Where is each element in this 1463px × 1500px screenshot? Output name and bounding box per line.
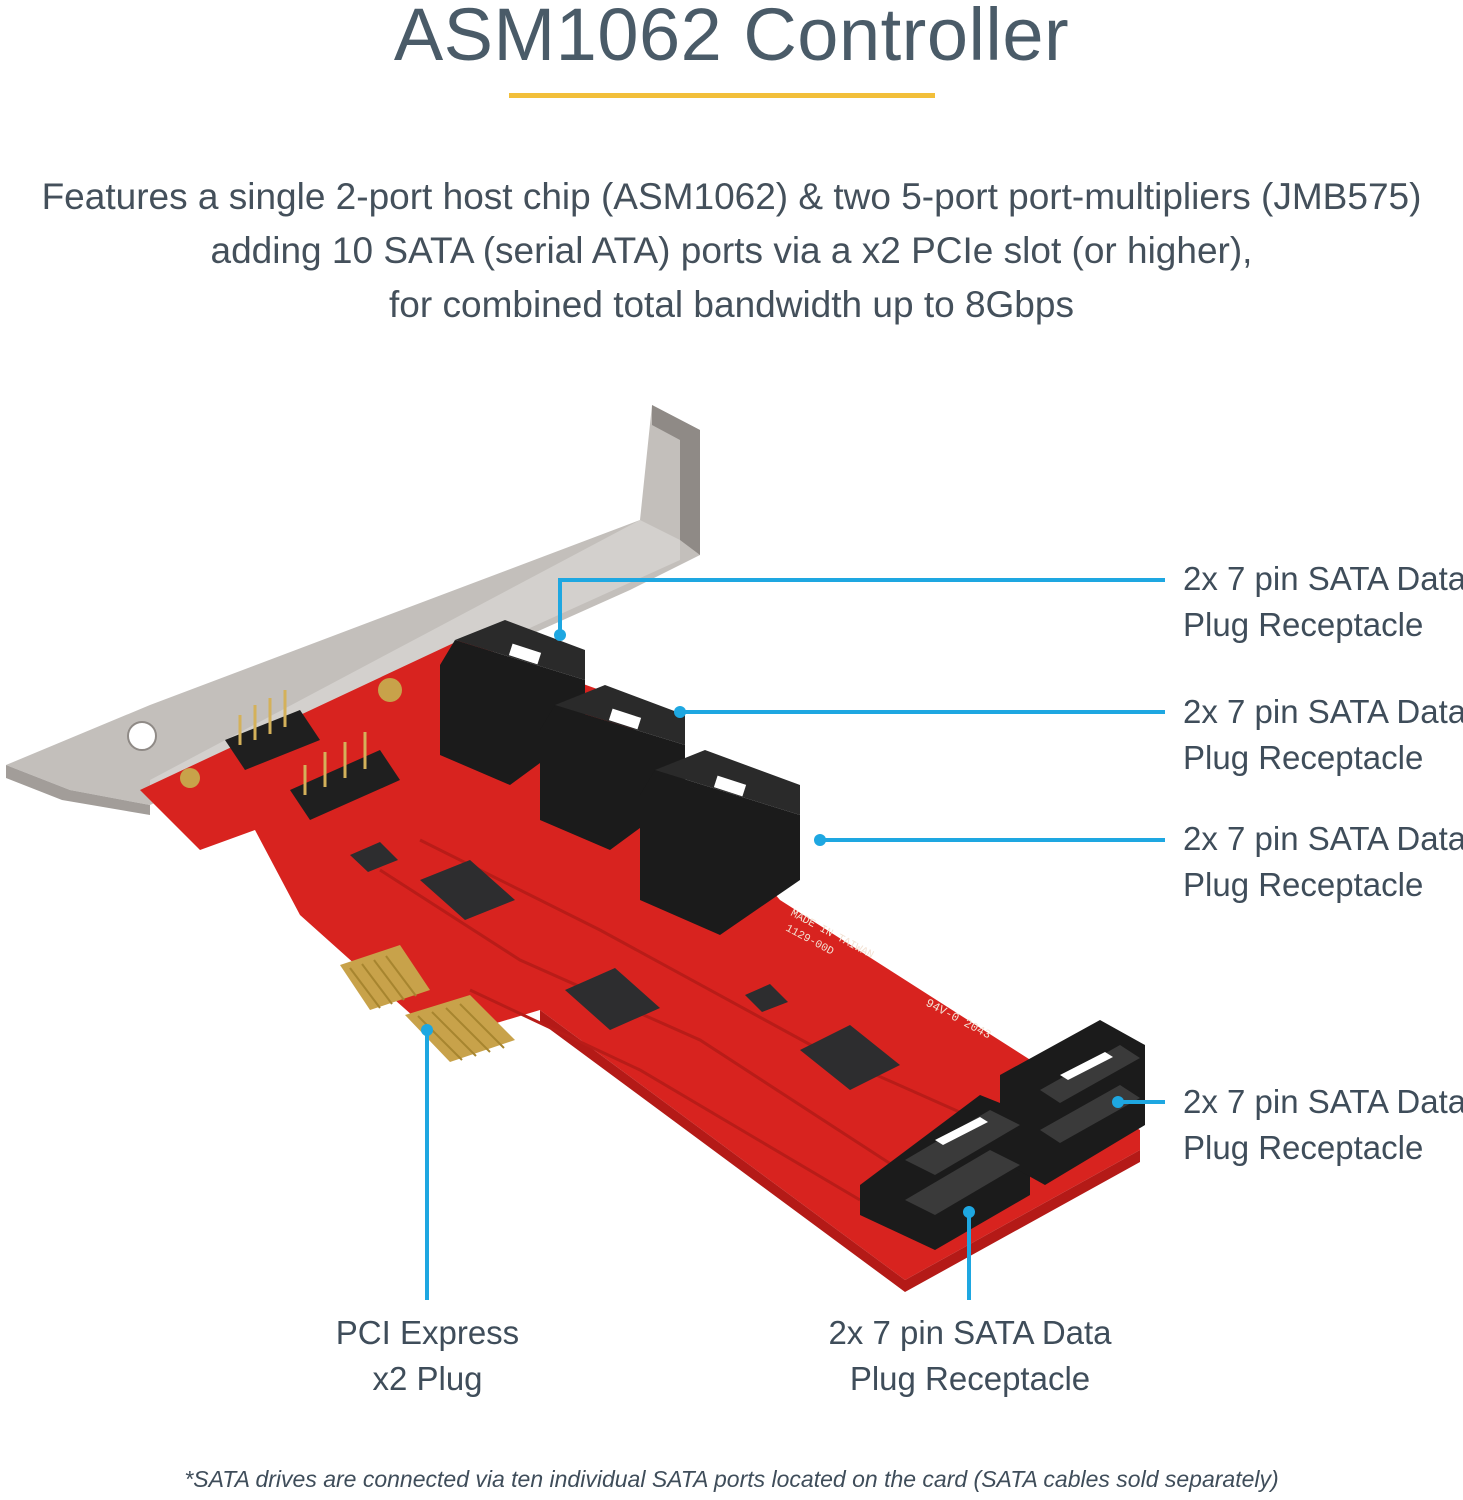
callout-sata-3: 2x 7 pin SATA Data Plug Receptacle: [1183, 816, 1463, 908]
pcb-board: [140, 640, 1140, 1292]
led-pin-headers: [180, 678, 402, 820]
title-underline: [509, 93, 935, 98]
callout-sata-2: 2x 7 pin SATA Data Plug Receptacle: [1183, 689, 1463, 781]
callout-sata-1: 2x 7 pin SATA Data Plug Receptacle: [1183, 556, 1463, 648]
callout-lines: [425, 578, 1165, 1300]
callout-sata-3-line-2: Plug Receptacle: [1183, 866, 1424, 903]
callout-sata-5-line-2: Plug Receptacle: [849, 1360, 1091, 1397]
footnote: *SATA drives are connected via ten indiv…: [184, 1466, 1279, 1492]
description: Features a single 2-port host chip (ASM1…: [0, 170, 1463, 332]
callout-pcie-line-2: x2 Plug: [372, 1360, 483, 1397]
callout-sata-5: 2x 7 pin SATA Data Plug Receptacle: [800, 1310, 1140, 1402]
callout-sata-3-line-1: 2x 7 pin SATA Data: [1183, 820, 1463, 857]
description-line-1: Features a single 2-port host chip (ASM1…: [41, 176, 1422, 217]
callout-sata-4-line-2: Plug Receptacle: [1183, 1129, 1424, 1166]
callout-sata-4-line-1: 2x 7 pin SATA Data: [1183, 1083, 1463, 1120]
callout-sata-2-line-2: Plug Receptacle: [1183, 739, 1424, 776]
callout-pcie: PCI Express x2 Plug: [300, 1310, 555, 1402]
callout-sata-4: 2x 7 pin SATA Data Plug Receptacle: [1183, 1079, 1463, 1171]
sata-connectors-top: [440, 620, 800, 935]
sata-connectors-right: [860, 1020, 1145, 1250]
callout-sata-5-line-1: 2x 7 pin SATA Data: [828, 1314, 1112, 1351]
callout-pcie-line-1: PCI Express: [335, 1314, 520, 1351]
pcie-gold-fingers: [340, 945, 515, 1062]
callout-sata-2-line-1: 2x 7 pin SATA Data: [1183, 693, 1463, 730]
description-line-2: adding 10 SATA (serial ATA) ports via a …: [210, 230, 1253, 271]
page-title: ASM1062 Controller: [393, 0, 1070, 76]
description-line-3: for combined total bandwidth up to 8Gbps: [389, 284, 1074, 325]
callout-line-1: [558, 578, 1165, 635]
callout-sata-1-line-2: Plug Receptacle: [1183, 606, 1424, 643]
callout-sata-1-line-1: 2x 7 pin SATA Data: [1183, 560, 1463, 597]
callout-dots: [421, 629, 1124, 1218]
controller-chips: [350, 842, 900, 1090]
